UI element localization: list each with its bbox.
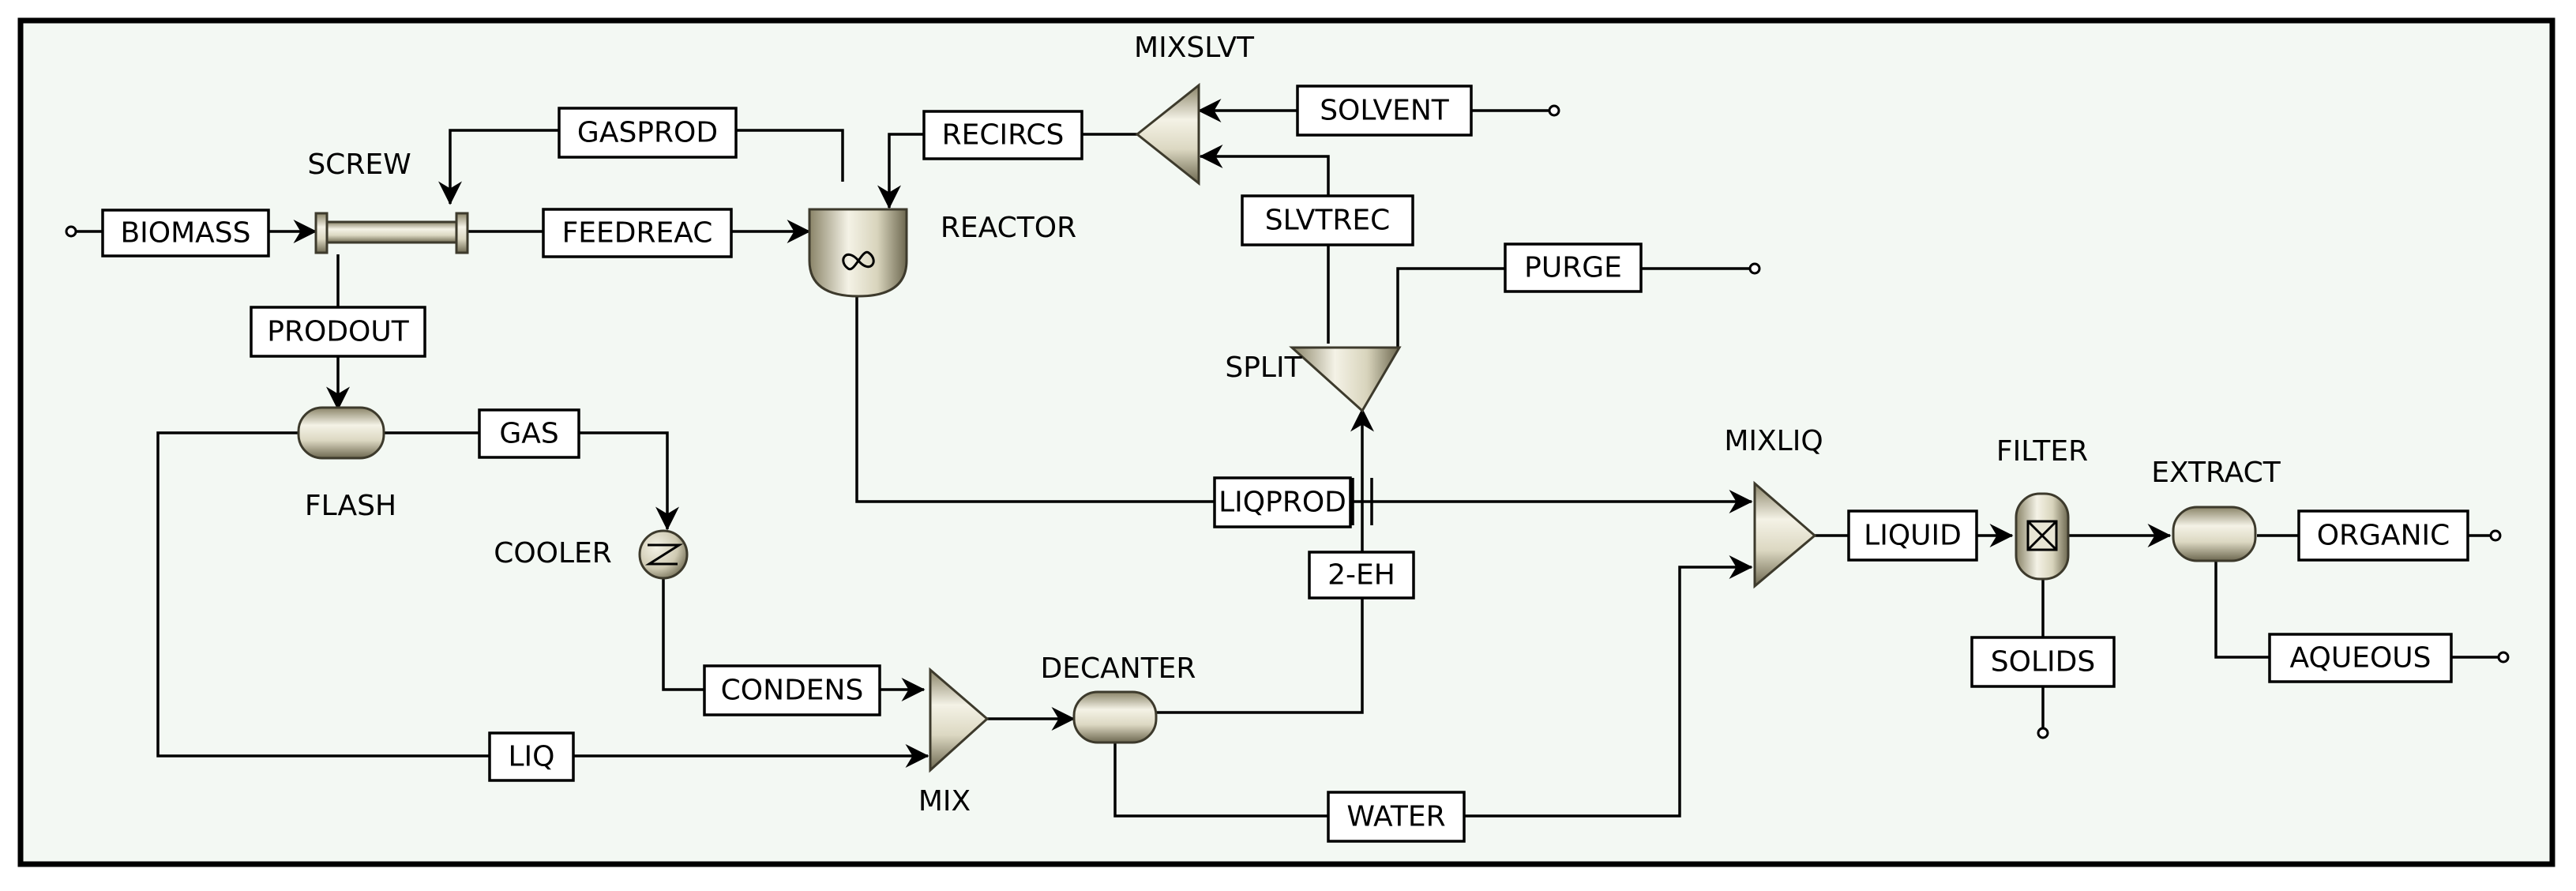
flash-label: FLASH xyxy=(305,490,396,522)
flash-block[interactable] xyxy=(297,406,385,460)
cooler-coil-icon xyxy=(644,543,684,566)
cooler-block[interactable] xyxy=(638,529,689,580)
stream-line-2eh[interactable] xyxy=(1155,408,1374,714)
reactor-label: REACTOR xyxy=(941,212,1076,244)
svg-text:SLVTREC: SLVTREC xyxy=(1265,205,1390,237)
stream-label-liquid[interactable]: LIQUID xyxy=(1847,509,1978,562)
product-port-purge xyxy=(1748,262,1761,275)
reactor-vessel xyxy=(808,208,908,298)
svg-text:WATER: WATER xyxy=(1346,801,1445,833)
screw-body xyxy=(321,220,463,244)
filter-block[interactable] xyxy=(2015,492,2070,581)
mix-label: MIX xyxy=(918,785,971,818)
mixliq-block[interactable] xyxy=(1753,480,1817,589)
decanter-label: DECANTER xyxy=(1041,652,1196,685)
filter-label: FILTER xyxy=(1996,435,2088,468)
agitator-icon xyxy=(842,250,875,271)
svg-text:CONDENS: CONDENS xyxy=(721,675,864,707)
stream-label-biomass[interactable]: BIOMASS xyxy=(101,209,270,258)
svg-text:BIOMASS: BIOMASS xyxy=(120,217,250,250)
split-label: SPLIT xyxy=(1225,352,1302,384)
product-port-solids xyxy=(2037,727,2049,739)
stream-label-water[interactable]: WATER xyxy=(1327,791,1466,843)
svg-text:2-EH: 2-EH xyxy=(1327,559,1395,592)
mixslvt-block[interactable] xyxy=(1135,82,1200,186)
product-port-aqueous xyxy=(2497,651,2510,664)
stream-label-feedreac[interactable]: FEEDREAC xyxy=(542,208,733,258)
mix-block[interactable] xyxy=(929,667,989,773)
mixslvt-label: MIXSLVT xyxy=(1134,32,1255,64)
product-port-organic xyxy=(2489,529,2502,542)
cooler-label: COOLER xyxy=(494,537,612,570)
feed-port-solvent xyxy=(1548,104,1560,117)
stream-label-slvtrec[interactable]: SLVTREC xyxy=(1241,194,1414,246)
stream-line-liqprod[interactable] xyxy=(855,296,1753,513)
stream-label-gasprod[interactable]: GASPROD xyxy=(558,107,738,159)
screw-flange-right xyxy=(455,212,469,254)
feed-port-biomass xyxy=(65,225,77,238)
svg-text:SOLIDS: SOLIDS xyxy=(1991,646,2095,679)
svg-text:RECIRCS: RECIRCS xyxy=(942,119,1065,152)
stream-label-prodout[interactable]: PRODOUT xyxy=(250,306,426,358)
svg-text:GASPROD: GASPROD xyxy=(577,117,718,149)
svg-text:LIQ: LIQ xyxy=(508,741,554,773)
stream-label-solvent[interactable]: SOLVENT xyxy=(1296,85,1473,137)
mixliq-label: MIXLIQ xyxy=(1724,425,1823,457)
screw-flange-left xyxy=(314,212,329,254)
screw-block[interactable] xyxy=(314,212,469,254)
filter-cross-icon xyxy=(2026,520,2058,551)
decanter-block[interactable] xyxy=(1072,690,1158,744)
svg-text:GAS: GAS xyxy=(499,418,558,450)
svg-text:PURGE: PURGE xyxy=(1524,252,1622,284)
stream-line-water[interactable] xyxy=(1113,555,1753,818)
stream-label-gas[interactable]: GAS xyxy=(478,408,580,459)
stream-label-2eh[interactable]: 2-EH xyxy=(1308,551,1415,600)
stream-label-solids[interactable]: SOLIDS xyxy=(1970,636,2116,688)
svg-text:PRODOUT: PRODOUT xyxy=(267,316,409,348)
svg-text:LIQUID: LIQUID xyxy=(1864,520,1962,552)
extract-block[interactable] xyxy=(2172,506,2257,562)
svg-text:FEEDREAC: FEEDREAC xyxy=(562,217,713,250)
stream-label-organic[interactable]: ORGANIC xyxy=(2297,509,2469,562)
split-block[interactable] xyxy=(1289,346,1402,413)
diagram-background xyxy=(17,17,2555,867)
screw-label: SCREW xyxy=(307,148,411,181)
stream-label-purge[interactable]: PURGE xyxy=(1504,242,1643,293)
stream-line-slvtrec[interactable] xyxy=(1199,145,1330,344)
reactor-block[interactable] xyxy=(808,208,908,298)
svg-text:LIQPROD: LIQPROD xyxy=(1219,487,1346,519)
stream-label-aqueous[interactable]: AQUEOUS xyxy=(2268,633,2453,683)
stream-label-condens[interactable]: CONDENS xyxy=(703,664,881,716)
stream-label-recircs[interactable]: RECIRCS xyxy=(922,110,1083,160)
svg-text:ORGANIC: ORGANIC xyxy=(2317,520,2450,552)
stream-label-liqprod[interactable]: LIQPROD xyxy=(1213,476,1352,528)
extract-label: EXTRACT xyxy=(2151,457,2281,489)
svg-text:AQUEOUS: AQUEOUS xyxy=(2290,642,2431,675)
stream-label-liq[interactable]: LIQ xyxy=(488,731,575,782)
svg-text:SOLVENT: SOLVENT xyxy=(1320,95,1450,127)
